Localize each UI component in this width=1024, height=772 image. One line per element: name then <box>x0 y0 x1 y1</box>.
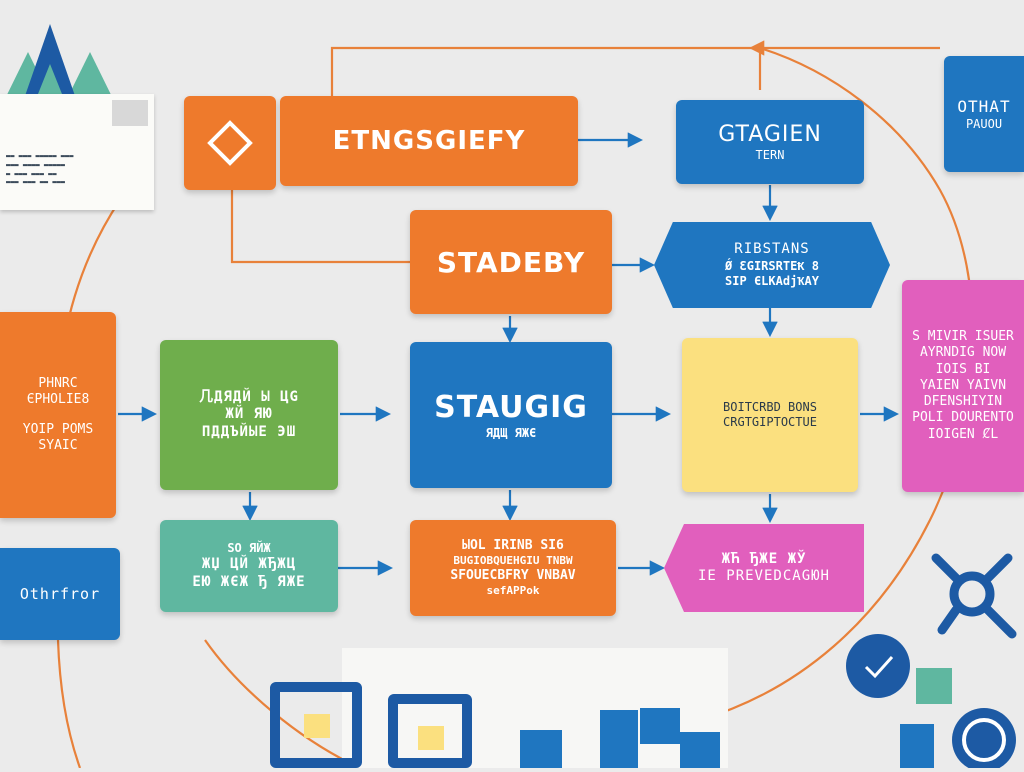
node-line: ЄPHOLIE8 <box>26 391 90 407</box>
node-line: SYAIC <box>38 438 78 454</box>
node-line: Ǿ ƐGIRSRTEҞ 8 <box>725 258 819 273</box>
node-title: STAUGIG <box>434 389 588 425</box>
node-line: CRGTGIPTOCTUE <box>723 415 817 429</box>
node-line: BOITCRBD BONS <box>723 400 817 414</box>
block-node <box>640 708 680 744</box>
node-line: DFENSHIYIN <box>923 394 1003 410</box>
node-ribstans-hexagon[interactable]: RIBSTANS Ǿ ƐGIRSRTEҞ 8 SIP ЄLKAdjҠAY <box>654 222 890 308</box>
node-line: ЕЮ ЖЄЖ Ђ ЯЖЕ <box>192 573 306 590</box>
node-line: S MIVIR ISUER <box>912 329 1014 345</box>
node-line: SO ЯЙЖ <box>227 541 271 555</box>
node-stadeby[interactable]: STADEBY <box>410 210 612 314</box>
node-line: AYRNDIG NOW <box>919 345 1007 361</box>
node-othat[interactable]: OTHAT PAUOU <box>944 56 1024 172</box>
node-line: ПДДЪЙЫЕ ЭШ <box>201 423 297 440</box>
node-line: ЖЋ ЂЖЕ ЖЎ <box>721 550 807 567</box>
block-node <box>388 694 472 768</box>
block-node <box>270 682 362 768</box>
block-node-core <box>304 714 330 738</box>
node-line: IE PREVEDCAGЮH <box>697 568 830 584</box>
node-gtagien[interactable]: GTAGIEN TERN <box>676 100 864 184</box>
node-line: ЖЏ ЦЙ ЖЂЖЦ <box>201 556 297 572</box>
node-orange-bottom[interactable]: ЫOL IRINB SI6 BUGIOBQUEHGIU TNBW SFOUECB… <box>410 520 616 616</box>
blue-arrows <box>118 132 900 576</box>
node-green[interactable]: 几ДЯДЙ Ы ЦG ЖЙ ЯЮ ПДДЪЙЫЕ ЭШ <box>160 340 338 490</box>
node-line: IOIGEN ȻL <box>927 426 999 442</box>
node-line: SFOUECBFRY VNBAV <box>450 568 576 583</box>
node-label: Othrfror <box>19 584 101 603</box>
document-header-bar <box>112 100 148 126</box>
target-circle-icon <box>940 696 1024 772</box>
node-line: YAIEN YAIVN <box>919 377 1007 393</box>
diamond-node[interactable] <box>184 96 276 190</box>
doc-line: ▬▬ ▬▬▬ ▬▬▬▬▬ ▬▬▬ <box>6 152 74 160</box>
node-subtitle: ЯДЩ ЯЖЄ <box>485 426 537 441</box>
node-line: SIP ЄLKAdjҠAY <box>725 273 819 288</box>
network-nodes-icon <box>926 548 1024 644</box>
doc-line: ▬▬▬ ▬▬▬▬ ▬▬▬▬▬ <box>6 160 66 169</box>
node-label: ETNGSGIEFY <box>332 125 526 156</box>
node-teal[interactable]: SO ЯЙЖ ЖЏ ЦЙ ЖЂЖЦ ЕЮ ЖЄЖ Ђ ЯЖЕ <box>160 520 338 612</box>
node-line: ЫOL IRINB SI6 <box>462 538 564 553</box>
teal-square <box>916 668 952 704</box>
node-staugig[interactable]: STAUGIG ЯДЩ ЯЖЄ <box>410 342 612 488</box>
node-label: STADEBY <box>436 245 586 279</box>
node-subtitle: TERN <box>755 148 785 163</box>
node-yellow[interactable]: BOITCRBD BONS CRGTGIPTOCTUE <box>682 338 858 492</box>
node-othrfror[interactable]: Othrfror <box>0 548 120 640</box>
document-card: ▬▬ ▬▬▬ ▬▬▬▬▬ ▬▬▬ ▬▬▬ ▬▬▬▬ ▬▬▬▬▬ ▬ ▬▬▬ ▬▬… <box>0 94 154 210</box>
block-node-core <box>418 726 444 750</box>
block-node <box>520 730 562 768</box>
node-etngsgiefy[interactable]: ETNGSGIEFY <box>280 96 578 186</box>
node-line: YOIP POMS <box>22 422 94 437</box>
doc-line: ▬▬▬ ▬▬▬ ▬▬ ▬▬▬ <box>6 178 66 187</box>
block-node <box>600 710 638 768</box>
node-line: ѕеfAPPok <box>486 584 540 598</box>
node-line: PHNRC <box>38 375 78 391</box>
node-line: IOIS BI <box>935 361 991 377</box>
diamond-icon <box>207 120 253 166</box>
node-pink-right[interactable]: S MIVIR ISUER AYRNDIG NOW IOIS BI YAIEN … <box>902 280 1024 492</box>
block-node <box>680 732 720 768</box>
node-line: POLI DOURENTO <box>912 410 1014 426</box>
checkmark-icon <box>842 630 914 702</box>
node-line: ЖЙ ЯЮ <box>225 406 273 423</box>
blue-square <box>900 724 934 768</box>
node-pink-tag[interactable]: ЖЋ ЂЖЕ ЖЎ IE PREVEDCAGЮH <box>664 524 864 612</box>
node-line: 几ДЯДЙ Ы ЦG <box>199 388 299 405</box>
node-title: RIBSTANS <box>734 241 810 258</box>
document-lines: ▬▬ ▬▬▬ ▬▬▬▬▬ ▬▬▬ ▬▬▬ ▬▬▬▬ ▬▬▬▬▬ ▬ ▬▬▬ ▬▬… <box>6 152 146 187</box>
node-title: OTHAT <box>957 96 1011 116</box>
node-phnrc[interactable]: PHNRC ЄPHOLIE8 YOIP POMS SYAIC <box>0 312 116 518</box>
node-title: GTAGIEN <box>718 121 822 147</box>
node-subtitle: PAUOU <box>965 116 1003 131</box>
node-line: BUGIOBQUEHGIU TNBW <box>453 554 573 568</box>
doc-line: ▬ ▬▬▬ ▬▬▬ ▬▬ <box>6 169 57 178</box>
